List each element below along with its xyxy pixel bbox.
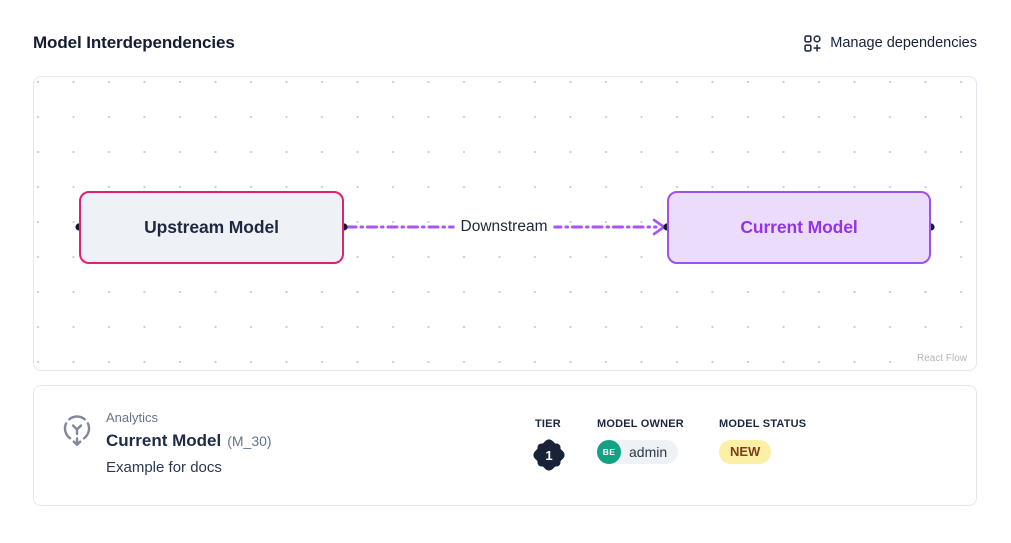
model-description: Example for docs — [106, 459, 222, 476]
manage-dependencies-button[interactable]: Manage dependencies — [803, 34, 977, 53]
upstream-model-label: Upstream Model — [144, 217, 279, 237]
react-flow-attribution[interactable]: React Flow — [912, 351, 971, 366]
model-details-card: Analytics Current Model (M_30) Example fo… — [33, 385, 977, 506]
model-status-badge: NEW — [719, 440, 772, 464]
model-status-column: MODEL STATUS NEW — [719, 418, 806, 464]
model-owner-column: MODEL OWNER BE admin — [597, 418, 684, 464]
page-title: Model Interdependencies — [33, 33, 235, 52]
current-model-node[interactable]: Current Model — [667, 191, 931, 264]
model-schema: Analytics — [106, 410, 159, 425]
tier-badge: 1 — [531, 437, 567, 473]
dependency-graph-canvas[interactable]: Upstream Model Current Model Downstream … — [33, 76, 977, 371]
model-owner-chip[interactable]: BE admin — [597, 440, 679, 464]
model-owner-label: MODEL OWNER — [597, 418, 684, 430]
manage-dependencies-label: Manage dependencies — [830, 35, 977, 51]
model-name: Current Model — [106, 431, 222, 450]
upstream-model-node[interactable]: Upstream Model — [79, 191, 344, 264]
model-code: (M_30) — [227, 433, 272, 449]
tier-column: TIER 1 — [531, 418, 567, 473]
model-meta: Analytics Current Model (M_30) Example fo… — [106, 410, 272, 476]
owner-avatar: BE — [597, 440, 621, 464]
tier-value: 1 — [545, 447, 553, 463]
current-model-label: Current Model — [740, 217, 858, 237]
header: Model Interdependencies Manage dependenc… — [33, 28, 977, 58]
owner-name: admin — [629, 444, 668, 460]
grid-plus-icon — [803, 34, 822, 53]
tier-label: TIER — [535, 418, 561, 430]
model-icon — [58, 413, 96, 451]
model-status-label: MODEL STATUS — [719, 418, 807, 430]
model-name-row: Current Model (M_30) — [106, 431, 272, 451]
edge-label: Downstream — [454, 217, 554, 237]
